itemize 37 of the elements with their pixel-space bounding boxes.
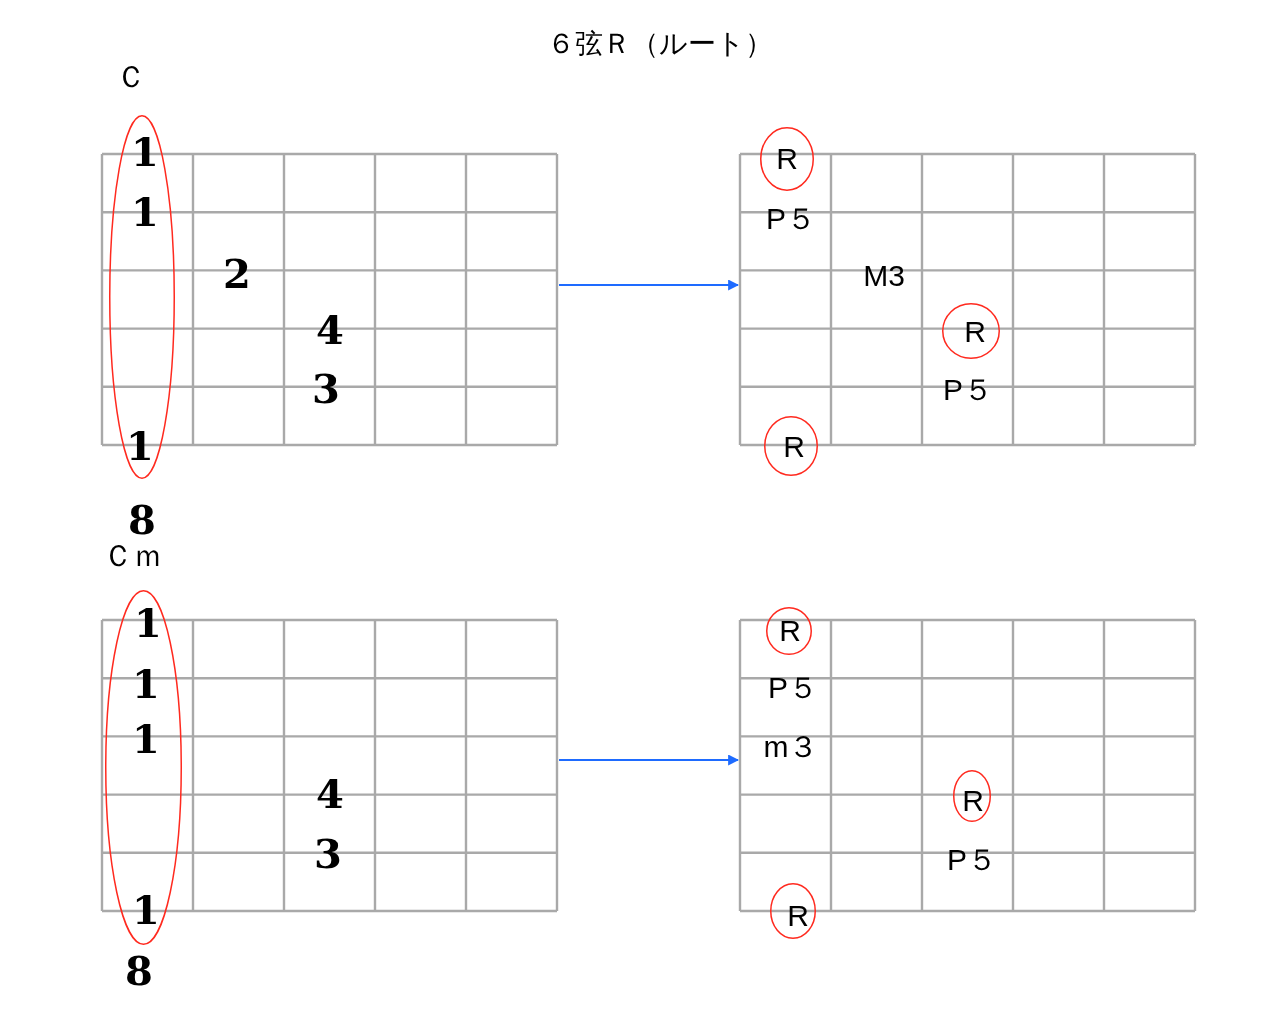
interval-label: P５ bbox=[766, 204, 816, 234]
root-circle bbox=[760, 127, 814, 191]
root-circle bbox=[953, 770, 991, 822]
root-circle bbox=[942, 303, 1000, 359]
finger-number: 1 bbox=[126, 426, 154, 466]
finger-number: 2 bbox=[223, 254, 251, 294]
fret-number: 8 bbox=[125, 951, 153, 991]
root-circle bbox=[764, 416, 818, 476]
root-label: R bbox=[783, 432, 805, 462]
finger-number: 1 bbox=[134, 603, 162, 643]
arrow bbox=[558, 754, 740, 766]
finger-number: 1 bbox=[131, 192, 159, 232]
root-label: R bbox=[779, 616, 801, 646]
root-label: R bbox=[776, 144, 798, 174]
interval-label: P５ bbox=[768, 673, 818, 703]
diagram-title: ６弦Ｒ（ルート） bbox=[547, 30, 773, 58]
root-circle bbox=[770, 883, 816, 939]
finger-number: 4 bbox=[316, 310, 344, 350]
interval-label: M3 bbox=[863, 261, 905, 291]
finger-number: 3 bbox=[312, 369, 340, 409]
finger-number: 3 bbox=[314, 834, 342, 874]
finger-number: 1 bbox=[132, 890, 160, 930]
finger-number: 1 bbox=[131, 132, 159, 172]
interval-label: P５ bbox=[947, 845, 997, 875]
root-label: R bbox=[964, 317, 986, 347]
interval-label: P５ bbox=[943, 375, 993, 405]
finger-number: 1 bbox=[132, 719, 160, 759]
finger-number: 1 bbox=[132, 664, 160, 704]
arrow bbox=[558, 279, 740, 291]
root-label: R bbox=[787, 901, 809, 931]
root-circle bbox=[766, 607, 812, 655]
interval-label: m３ bbox=[763, 732, 819, 762]
finger-number: 4 bbox=[316, 774, 344, 814]
root-label: R bbox=[962, 786, 984, 816]
chord-name: Ｃ bbox=[116, 62, 146, 92]
fret-number: 8 bbox=[128, 500, 156, 540]
chord-name: Ｃｍ bbox=[103, 541, 163, 571]
